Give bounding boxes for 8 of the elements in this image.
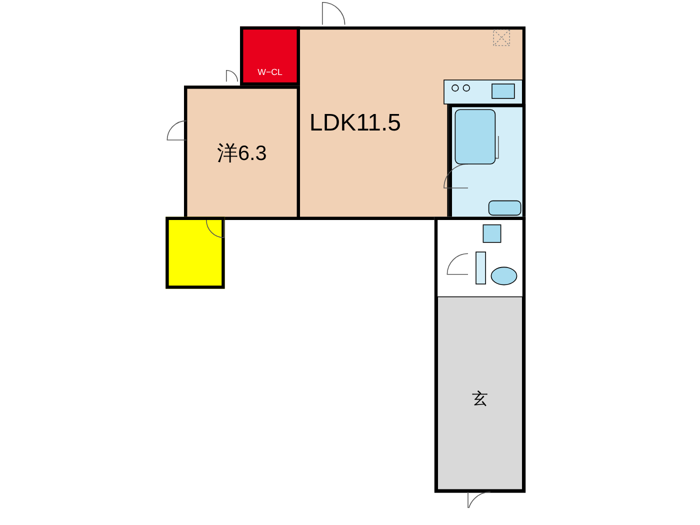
room-label: LDK11.5 [309,110,402,137]
closet-room [240,26,300,86]
room-label: 洋6.3 [217,139,267,166]
room-label: W−CL [258,68,282,78]
balcony-area [166,216,225,289]
living-room [296,26,526,220]
room-label: 玄 [472,389,488,410]
bedroom [184,86,300,220]
